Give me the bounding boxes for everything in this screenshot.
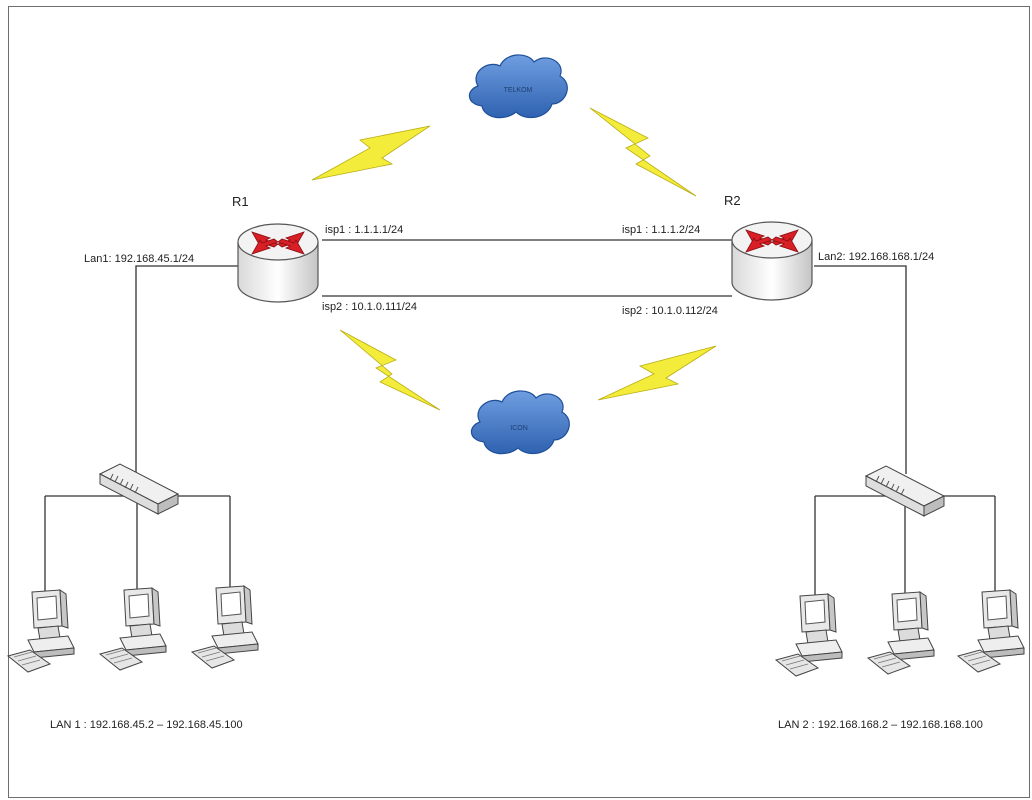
computer-icon: [100, 588, 166, 670]
pc-lan1-3: [192, 586, 258, 668]
lightning-icon: [312, 126, 430, 180]
lightning-bolts: [312, 108, 716, 410]
r2-isp1-address: isp1 : 1.1.1.2/24: [622, 224, 700, 236]
computer-icon: [8, 590, 74, 672]
cloud-label: ICON: [510, 425, 528, 432]
r1-isp1-address: isp1 : 1.1.1.1/24: [325, 224, 403, 236]
computer-icon: [192, 586, 258, 668]
r1-isp2-address: isp2 : 10.1.0.111/24: [322, 301, 417, 313]
cloud-icon: [471, 391, 569, 454]
computer-icon: [868, 592, 934, 674]
lan1-range: LAN 1 : 192.168.45.2 – 192.168.45.100: [50, 719, 243, 731]
pc-lan2-2: [868, 592, 934, 674]
pc-lan1-1: [8, 590, 74, 672]
lightning-icon: [598, 346, 716, 400]
r2-to-switch2-link: [814, 266, 906, 474]
router-r1: [238, 224, 318, 302]
cloud-label: TELKOM: [504, 87, 533, 94]
pc-lan2-3: [958, 590, 1024, 672]
r1-to-switch1-link: [136, 266, 238, 474]
r1-lan-address: Lan1: 192.168.45.1/24: [84, 253, 194, 265]
computer-icon: [776, 594, 842, 676]
lan2-range: LAN 2 : 192.168.168.2 – 192.168.168.100: [778, 719, 983, 731]
lightning-icon: [340, 330, 440, 410]
pc-lan2-1: [776, 594, 842, 676]
computer-icon: [958, 590, 1024, 672]
r2-isp2-address: isp2 : 10.1.0.112/24: [622, 305, 718, 317]
router-r1-name: R1: [232, 194, 249, 209]
router-r2: [732, 222, 812, 300]
cloud-icon-network: ICON: [471, 391, 569, 454]
pc-lan1-2: [100, 588, 166, 670]
router-r2-name: R2: [724, 193, 741, 208]
lightning-icon: [590, 108, 696, 196]
r2-lan-address: Lan2: 192.168.168.1/24: [818, 251, 934, 263]
switch-lan1: [100, 464, 178, 514]
switch-icon: [100, 464, 178, 514]
cloud-telkom: TELKOM: [469, 55, 567, 118]
router-icon: [732, 222, 812, 300]
router-icon: [238, 224, 318, 302]
